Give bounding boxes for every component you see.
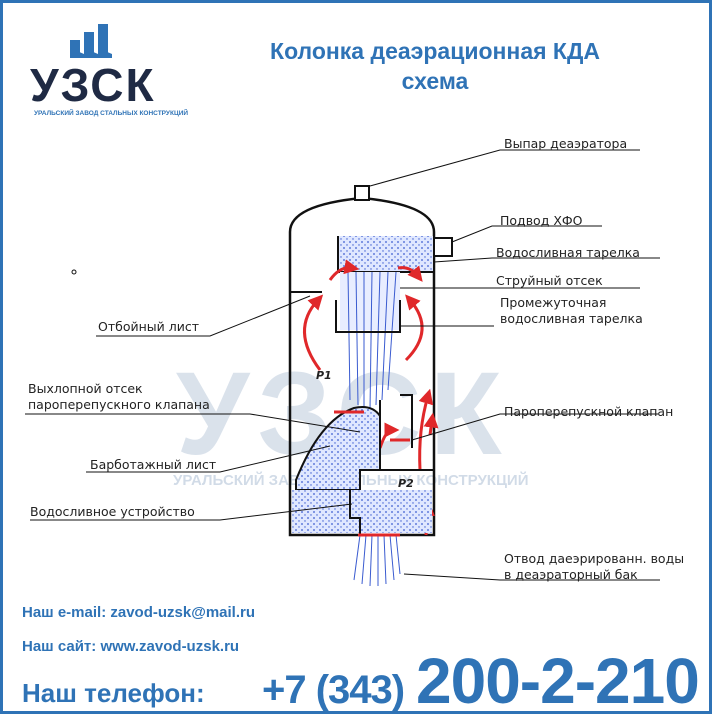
contact-email[interactable]: Наш e-mail: zavod-uzsk@mail.ru	[22, 604, 256, 621]
contact-site[interactable]: Наш сайт: www.zavod-uzsk.ru	[22, 638, 240, 655]
top-tray	[337, 236, 435, 273]
bubbling-sheet	[295, 406, 381, 491]
intermediate-tray	[335, 300, 401, 333]
title-line1: Колонка деаэрационная КДА	[270, 38, 600, 64]
label-jet-compartment: Струйный отсек	[496, 273, 603, 288]
label-baffle-sheet: Отбойный лист	[98, 319, 200, 334]
label-p1: P1	[316, 369, 332, 382]
label-exhaust-1: Выхлопной отсек	[28, 381, 143, 396]
title-line2: схема	[401, 68, 469, 94]
label-overflow-device: Водосливное устройство	[30, 504, 195, 519]
label-bubbling-sheet: Барботажный лист	[90, 457, 217, 472]
label-exhaust-2: пароперепускного клапана	[28, 397, 210, 412]
label-hfo-inlet: Подвод ХФО	[500, 213, 583, 228]
bypass-valve-chamber	[379, 400, 434, 471]
bypass-valve-tube	[400, 394, 413, 448]
logo-text: УЗСК	[30, 59, 156, 111]
label-bypass-valve: Пароперепускной клапан	[504, 404, 674, 419]
label-p2: P2	[398, 477, 414, 490]
label-intermediate-tray-2: водосливная тарелка	[500, 311, 643, 326]
factory-logo-icon	[70, 24, 112, 58]
lower-water	[292, 490, 432, 533]
logo-subtitle: УРАЛЬСКИЙ ЗАВОД СТАЛЬНЫХ КОНСТРУКЦИЙ	[34, 110, 189, 117]
company-logo: УЗСК УРАЛЬСКИЙ ЗАВОД СТАЛЬНЫХ КОНСТРУКЦИ…	[22, 18, 189, 118]
leader-lines	[25, 149, 660, 581]
vapor-outlet	[354, 185, 370, 201]
phone-number[interactable]: 200-2-210	[416, 645, 700, 717]
outlet-streams	[353, 534, 401, 587]
label-intermediate-tray-1: Промежуточная	[500, 295, 607, 310]
label-vapor: Выпар деаэратора	[504, 136, 628, 151]
label-water-tray: Водосливная тарелка	[496, 245, 640, 260]
jet-compartment	[340, 272, 400, 330]
phone-code[interactable]: +7 (343)	[262, 668, 405, 712]
hfo-inlet	[433, 237, 453, 257]
label-outlet-1: Отвод даеэрированн. воды	[504, 551, 685, 566]
phone-label: Наш телефон:	[22, 678, 205, 708]
page-title: Колонка деаэрационная КДА схема	[190, 36, 680, 96]
label-outlet-2: в деаэраторный бак	[504, 567, 638, 582]
